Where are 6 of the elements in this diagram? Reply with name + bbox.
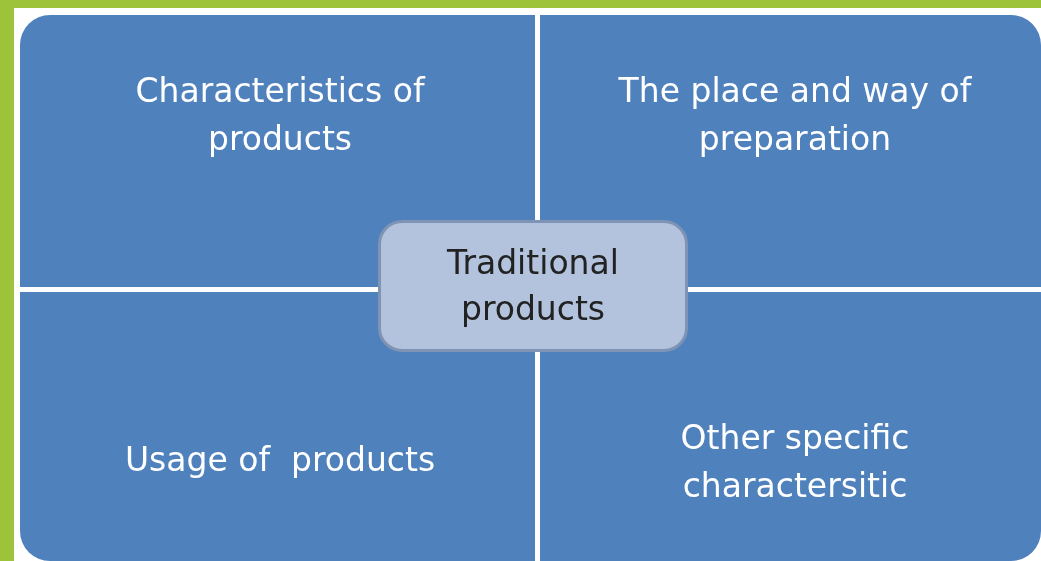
panel-label: Usage of products (123, 439, 437, 481)
panel-label: Other specific charactersitic (679, 417, 911, 507)
panel-label: The place and way of preparation (617, 70, 973, 160)
center-box (378, 220, 688, 352)
box-label: Traditional products (446, 242, 620, 330)
panel-label: Characteristics of products (134, 70, 427, 160)
